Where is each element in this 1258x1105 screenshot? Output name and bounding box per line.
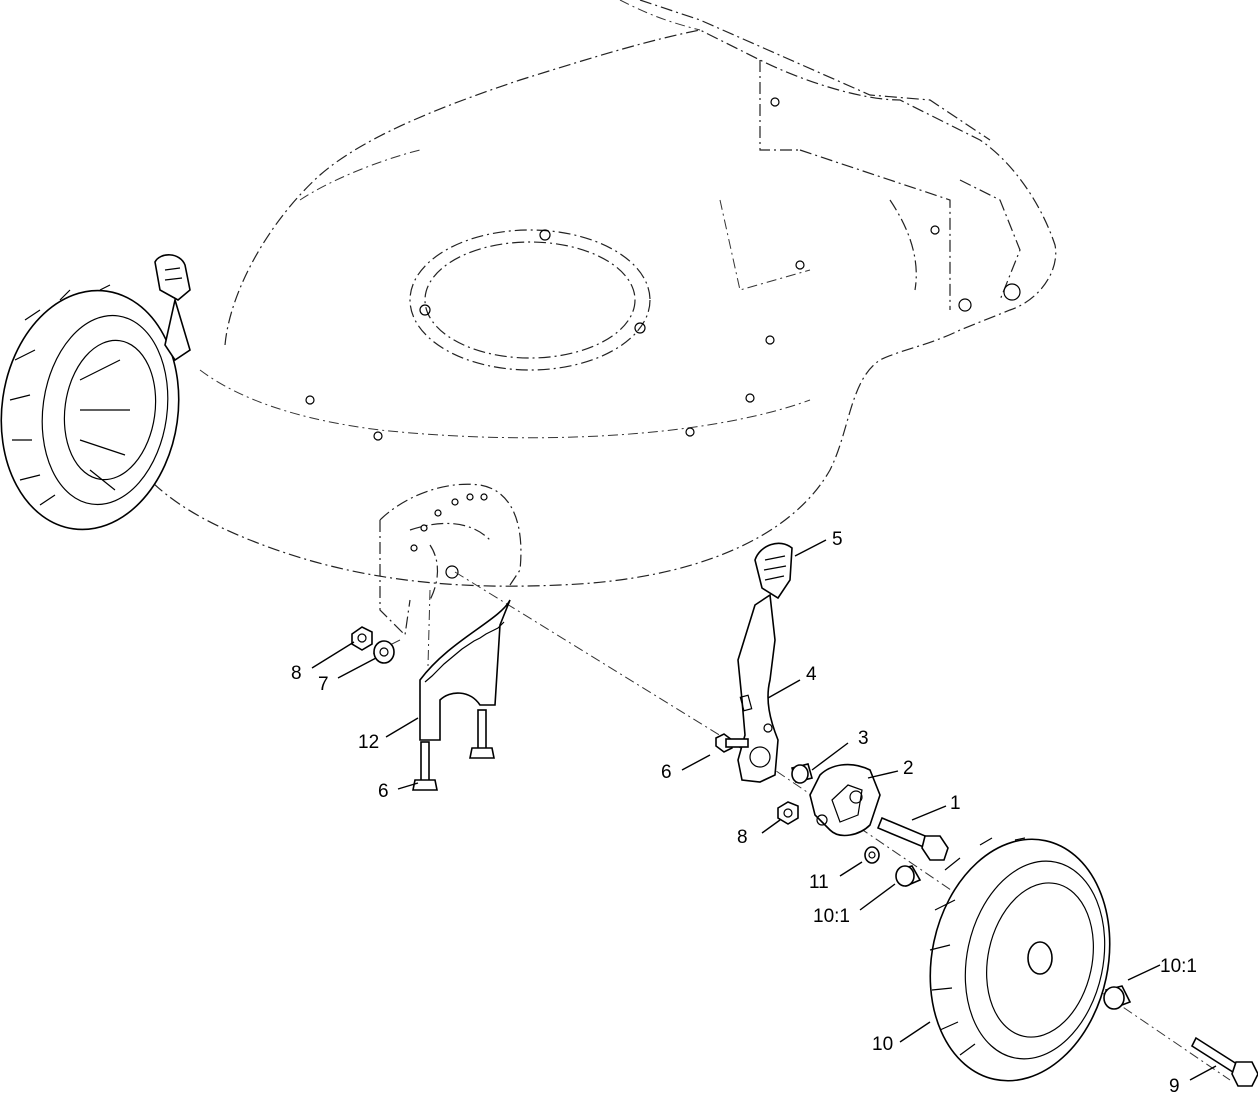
rear-height-lever xyxy=(154,254,191,362)
callout-5: 5 xyxy=(832,529,843,550)
part-10-1-bearing-outer xyxy=(1103,985,1132,1010)
callout-6-left: 6 xyxy=(378,781,389,802)
callout-11: 11 xyxy=(809,872,829,893)
centerlines xyxy=(371,571,1231,1081)
part-6-bolts-left xyxy=(412,709,495,791)
part-11-washer xyxy=(864,846,880,864)
callout-2: 2 xyxy=(903,758,914,779)
part-12-bracket xyxy=(419,599,511,741)
callout-8-right: 8 xyxy=(737,827,748,848)
callout-labels: 1 2 3 4 5 6 6 7 8 8 9 10 10:1 10:1 11 12 xyxy=(291,529,1197,1097)
callout-10-1-inner: 10:1 xyxy=(813,906,850,927)
part-9-axle-bolt xyxy=(1190,1036,1258,1087)
part-3-spacer xyxy=(791,763,813,784)
callout-9: 9 xyxy=(1169,1076,1180,1097)
callout-6-right: 6 xyxy=(661,762,672,783)
part-10-front-wheel xyxy=(929,837,1111,1082)
part-8-nut-right xyxy=(777,801,799,825)
front-wheel-well xyxy=(379,483,522,637)
callout-1: 1 xyxy=(950,793,961,814)
part-5-grip xyxy=(754,542,793,600)
part-1-bolt xyxy=(876,816,949,861)
part-2-pivot-block xyxy=(809,763,881,837)
mower-deck-outline xyxy=(149,0,1057,587)
callout-12: 12 xyxy=(358,732,379,753)
callout-8-left: 8 xyxy=(291,663,302,684)
part-6-bolt-right xyxy=(715,733,749,753)
rear-wheel xyxy=(0,284,180,531)
leader-lines xyxy=(311,539,1217,1081)
part-4-lever-arm xyxy=(737,593,779,783)
callout-10: 10 xyxy=(872,1034,893,1055)
callout-10-1-outer: 10:1 xyxy=(1160,956,1197,977)
part-10-1-bearing-inner xyxy=(895,865,922,888)
callout-3: 3 xyxy=(858,728,869,749)
part-8-7-left xyxy=(351,626,395,664)
callout-7: 7 xyxy=(318,674,329,695)
callout-4: 4 xyxy=(806,664,817,685)
